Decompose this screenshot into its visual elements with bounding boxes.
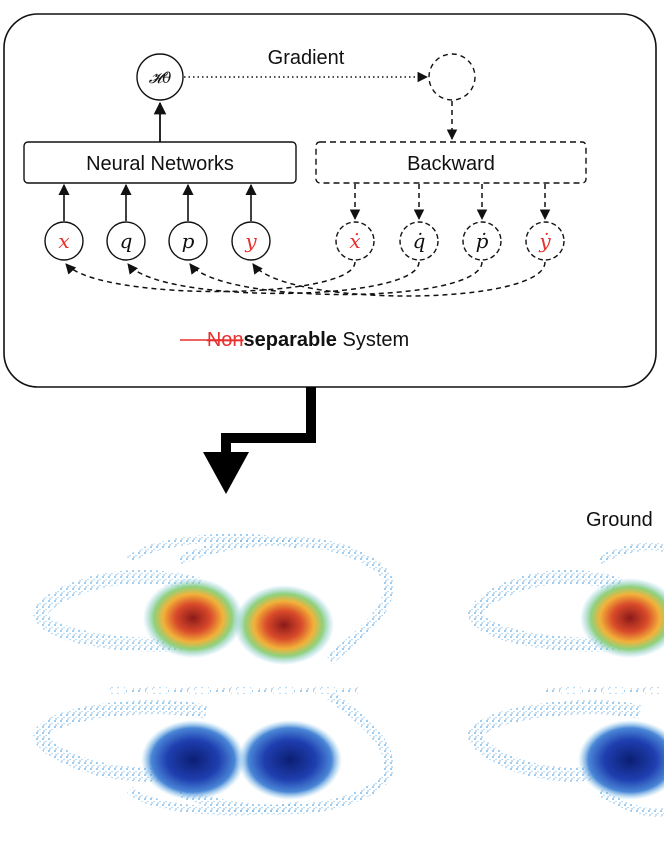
neural-networks-box (23, 141, 297, 184)
x-input-node (44, 221, 84, 261)
feedback-curve-x (65, 261, 356, 293)
q-input-label: q (120, 229, 133, 253)
prediction-plot (32, 533, 394, 816)
qdot-node (399, 221, 439, 261)
output-nodes: ẋ q̇ ṗ ẏ (335, 184, 565, 261)
y-input-label: y (244, 229, 257, 253)
feedback-curves (65, 261, 546, 297)
ydot-label: ẏ (538, 229, 551, 253)
system-rest-text: System (337, 329, 409, 351)
feedback-curve-q (127, 261, 420, 295)
system-bold-text: separable (244, 329, 337, 351)
ydot-node (525, 221, 565, 261)
feedback-curve-y (252, 261, 546, 297)
y-input-node (231, 221, 271, 261)
neural-networks-label: Neural Networks (86, 153, 234, 175)
flow-arrow (203, 387, 316, 494)
q-input-node (106, 221, 146, 261)
qdot-label: q̇ (413, 229, 426, 253)
gradient-label: Gradient (268, 47, 345, 69)
input-nodes: x q p y (44, 183, 271, 261)
pdot-node (462, 221, 502, 261)
feedback-curve-p (189, 261, 483, 296)
backward-box (315, 141, 587, 184)
pdot-label: ṗ (476, 229, 489, 253)
backward-label: Backward (407, 153, 495, 175)
xdot-node (335, 221, 375, 261)
xdot-label: ẋ (349, 229, 360, 253)
x-input-label: x (58, 229, 69, 253)
p-input-label: p (182, 229, 195, 253)
system-caption: Nonseparable System (207, 329, 409, 351)
gradient-target-node (428, 53, 476, 101)
p-input-node (168, 221, 208, 261)
system-panel (3, 13, 657, 388)
ground-truth-label: Ground (586, 509, 653, 531)
hamiltonian-node: 𝓗θ (136, 53, 184, 101)
hamiltonian-label: 𝓗θ (149, 69, 172, 87)
ground-truth-plot (467, 542, 664, 817)
system-strike-text: Non (207, 329, 244, 351)
